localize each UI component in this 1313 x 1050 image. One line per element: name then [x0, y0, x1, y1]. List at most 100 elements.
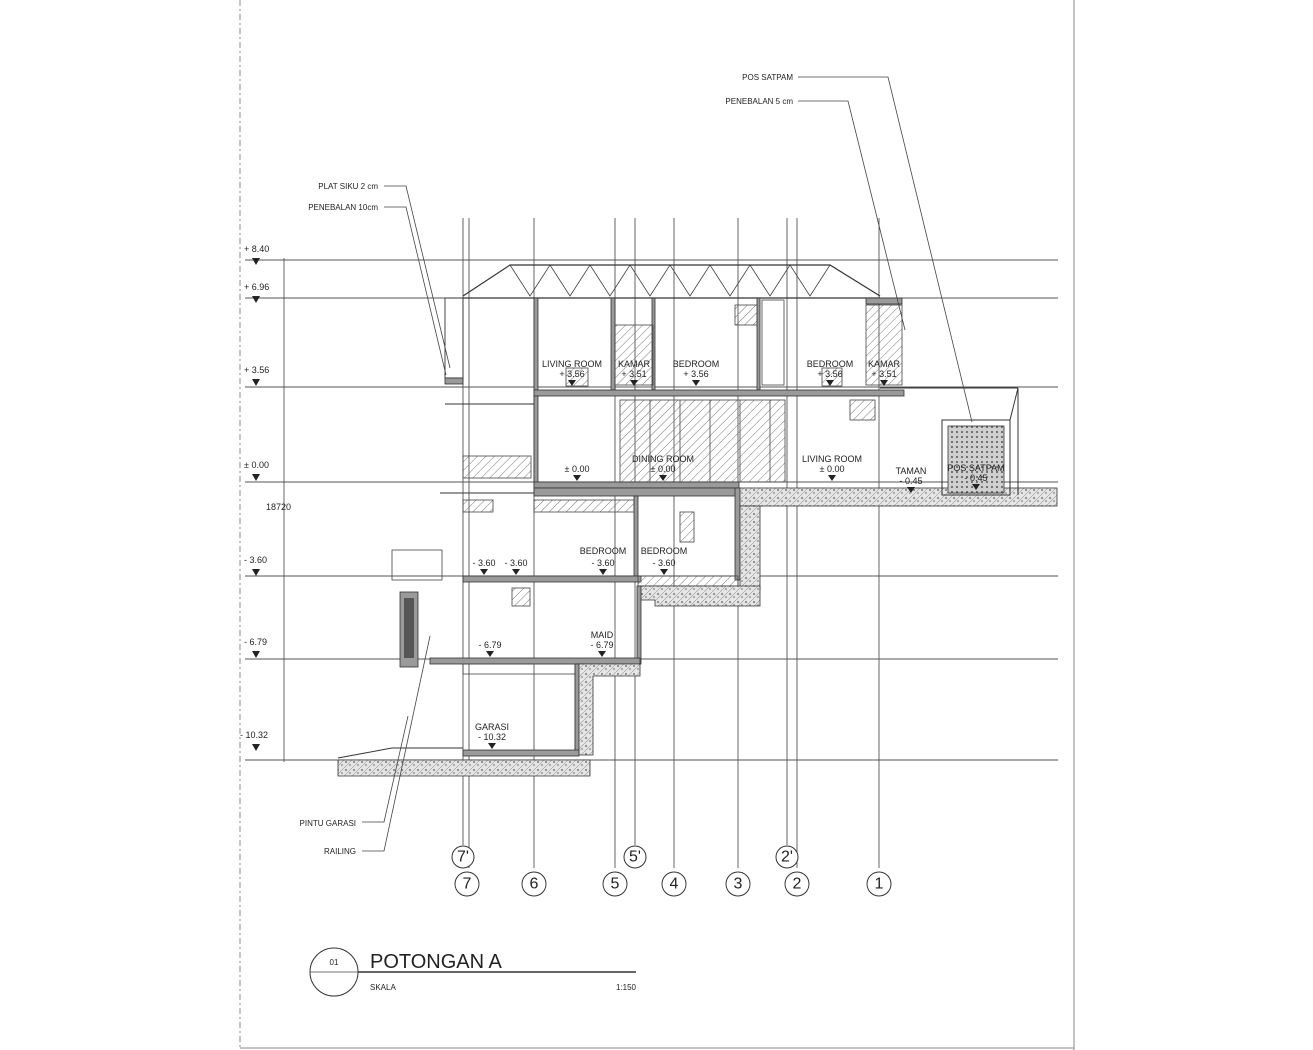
level-triangle-icon [907, 487, 915, 493]
level-triangle-icon [252, 651, 260, 658]
callout-label: PENEBALAN 5 cm [725, 97, 793, 106]
room-tag: - 3.60 [472, 558, 496, 575]
callout-penebalan-10: PENEBALAN 10cm [308, 203, 447, 376]
scale-label: SKALA [370, 983, 396, 992]
room-tag: KAMAR + 3.51 [618, 359, 650, 386]
grid-bubble: 2 [784, 871, 810, 897]
room-level: - 3.60 [591, 558, 614, 568]
room-name: MAID [591, 630, 614, 640]
grid-bubble-label: 5 [611, 876, 620, 893]
room-level: + 3.51 [621, 369, 646, 379]
room-name: LIVING ROOM [802, 454, 862, 464]
grid-bubble: 7' [451, 845, 475, 869]
level-marker: - 6.79 [244, 637, 267, 658]
room-level: ± 0.00 [651, 464, 676, 474]
room-name: LIVING ROOM [542, 359, 602, 369]
level-triangle-icon [573, 475, 581, 481]
callout-pintu-garasi: PINTU GARASI [300, 715, 409, 828]
level-triangle-icon [252, 744, 260, 751]
level-triangle-icon [252, 258, 260, 265]
level-triangle-icon [252, 296, 260, 303]
room-level: ± 0.00 [820, 464, 845, 474]
room-level: - 3.60 [504, 558, 527, 568]
callout-plat-siku: PLAT SIKU 2 cm [318, 182, 451, 369]
room-name: BEDROOM [580, 546, 627, 556]
room-name: GARASI [475, 722, 509, 732]
room-name: BEDROOM [807, 359, 854, 369]
room-level: - 10.32 [478, 732, 506, 742]
room-tag: BEDROOM + 3.56 [807, 359, 854, 386]
grid-bubbles: 7' 5' 2' 7 6 5 4 3 [451, 845, 892, 897]
room-name: TAMAN [896, 466, 927, 476]
level-triangle-icon [659, 475, 667, 481]
room-name: BEDROOM [673, 359, 720, 369]
level-triangle-icon [660, 569, 668, 575]
level-triangle-icon [880, 380, 888, 386]
level-triangle-icon [568, 380, 576, 386]
annotations: POS SATPAM PENEBALAN 5 cm PLAT SIKU 2 cm… [300, 73, 973, 856]
overall-dimension: 18720 [266, 502, 291, 512]
room-level: + 3.56 [683, 369, 708, 379]
grid-bubble: 3 [725, 871, 751, 897]
grid-bubble: 5 [602, 871, 628, 897]
scale-value: 1:150 [616, 983, 637, 992]
level-marker: - 3.60 [244, 555, 267, 576]
room-level: - 0.45 [964, 473, 987, 483]
grid-bubble-label: 4 [670, 876, 679, 893]
level-triangle-icon [972, 484, 980, 490]
level-marker: ± 0.00 [244, 460, 269, 481]
callout-pos-satpam: POS SATPAM [742, 73, 973, 423]
grid-bubble: 2' [775, 845, 799, 869]
level-triangle-icon [488, 743, 496, 749]
room-tag: DINING ROOM ± 0.00 [632, 454, 694, 481]
level-triangle-icon [692, 380, 700, 386]
room-level: - 3.60 [652, 558, 675, 568]
room-level: ± 0.00 [565, 464, 590, 474]
level-triangle-icon [486, 651, 494, 657]
grid-bubble: 7 [454, 871, 480, 897]
room-level: + 3.56 [817, 369, 842, 379]
level-label: - 10.32 [240, 730, 268, 740]
level-triangle-icon [826, 380, 834, 386]
grid-bubble: 5' [623, 845, 647, 869]
roof-truss [462, 264, 903, 305]
callout-label: PENEBALAN 10cm [308, 203, 378, 212]
level-triangle-icon [598, 651, 606, 657]
room-level: - 6.79 [478, 640, 501, 650]
level-marker: - 10.32 [240, 730, 268, 751]
grid-bubble-label: 7 [463, 876, 472, 893]
callout-label: RAILING [324, 847, 356, 856]
sheet-border [239, 0, 1075, 1050]
level-triangle-icon [828, 475, 836, 481]
grid-bubble: 1 [866, 871, 892, 897]
grid-bubble-label: 6 [530, 876, 539, 893]
callout-label: POS SATPAM [742, 73, 793, 82]
level-label: + 6.96 [244, 282, 269, 292]
level-marker: + 8.40 [244, 244, 269, 265]
callout-railing: RAILING [324, 635, 431, 856]
room-tag: LIVING ROOM + 3.56 [542, 359, 602, 386]
callout-label: PINTU GARASI [300, 819, 356, 828]
level-triangle-icon [252, 474, 260, 481]
level-triangle-icon [599, 569, 607, 575]
grid-bubble: 6 [521, 871, 547, 897]
level-label: + 3.56 [244, 365, 269, 375]
level-triangle-icon [630, 380, 638, 386]
callout-label: PLAT SIKU 2 cm [318, 182, 378, 191]
room-tag: GARASI - 10.32 [475, 722, 509, 749]
grid-bubble: 4 [661, 871, 687, 897]
room-name: POS SATPAM [947, 463, 1004, 473]
grid-bubble-label: 7' [457, 849, 469, 866]
grid-bubble-label: 2 [793, 876, 802, 893]
room-name: BEDROOM [641, 546, 688, 556]
room-level: + 3.56 [559, 369, 584, 379]
room-tag: KAMAR + 3.51 [868, 359, 900, 386]
room-name: DINING ROOM [632, 454, 694, 464]
room-tag: BEDROOM - 3.60 [641, 546, 688, 575]
level-marker: + 3.56 [244, 365, 269, 386]
room-tag: MAID - 6.79 [590, 630, 614, 657]
grid-bubble-label: 3 [734, 876, 743, 893]
grid-bubble-label: 5' [629, 849, 641, 866]
room-level: - 6.79 [590, 640, 613, 650]
